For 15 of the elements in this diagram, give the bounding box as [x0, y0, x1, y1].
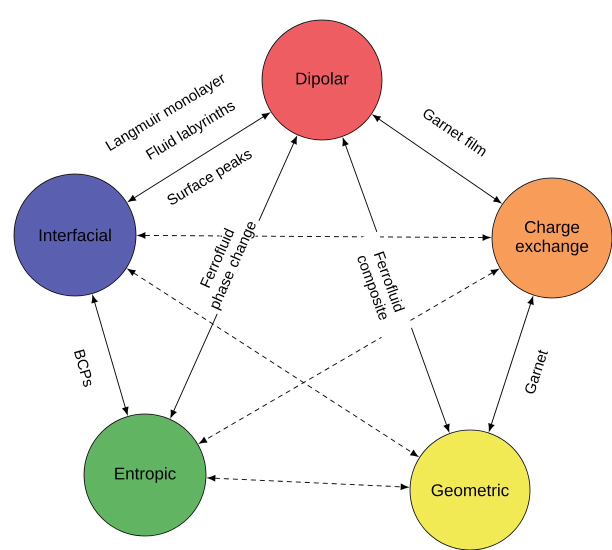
circle-node: Dipolar — [262, 20, 382, 140]
circle-node: Interfacial — [14, 174, 136, 296]
arrow — [128, 112, 270, 202]
edge-label: Garnet — [517, 331, 555, 413]
arrow — [128, 268, 418, 457]
arrow — [488, 296, 534, 432]
arrow — [199, 268, 499, 444]
circle-node: Charge exchange — [492, 178, 612, 298]
circle-node: Entropic — [84, 414, 206, 536]
arrow — [208, 475, 408, 490]
circle-node: Geometric — [410, 430, 530, 550]
arrow — [372, 114, 502, 204]
arrow — [92, 295, 128, 415]
arrow — [138, 232, 490, 241]
edge-label: BCPs — [69, 336, 99, 400]
